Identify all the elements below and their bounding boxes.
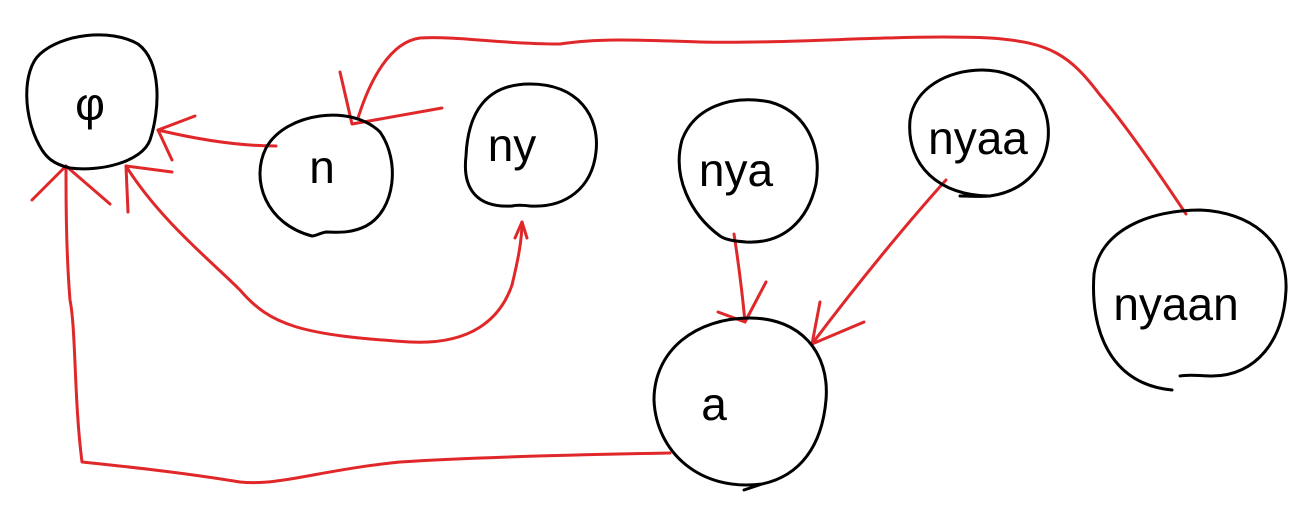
node-ny-label: ny [488, 119, 537, 171]
node-a: a [652, 316, 828, 492]
edge-nyaa-to-a [810, 178, 948, 346]
edge-ny-to-phi [124, 164, 529, 344]
edge-nyaan-to-n-arrowhead [338, 70, 444, 126]
node-nyaan: nyaan [1092, 208, 1288, 392]
node-phi: φ [25, 33, 159, 171]
node-ny: ny [463, 82, 598, 208]
edge-n-to-phi-arrowhead [156, 114, 197, 162]
edge-nyaa-to-a-line [810, 178, 948, 346]
edge-a-to-phi-line [64, 164, 672, 485]
node-nyaan-label: nyaan [1113, 278, 1238, 330]
node-a-outline [652, 316, 828, 492]
edge-ny-to-phi-arrowhead-ny [513, 220, 529, 240]
edge-ny-to-phi-arrowhead-phi [124, 164, 174, 214]
node-nyaa-outline [908, 68, 1050, 198]
edge-nya-to-a-arrowhead [716, 280, 768, 324]
edge-n-to-phi-line [156, 128, 278, 148]
node-nyaa: nyaa [908, 68, 1050, 198]
edge-ny-to-phi-line [124, 164, 524, 344]
node-nyaa-label: nyaa [928, 112, 1028, 164]
node-n-label: n [309, 141, 335, 193]
edge-nya-to-a-line [732, 232, 747, 324]
edge-nyaan-to-n-line [356, 35, 1188, 216]
nodes: φ n ny nya nyaa a nyaan [25, 33, 1288, 492]
node-nya-outline [677, 98, 819, 244]
edge-n-to-phi [156, 114, 278, 162]
node-nya: nya [677, 98, 819, 244]
node-ny-outline [463, 82, 598, 208]
edge-a-to-phi [30, 164, 672, 485]
node-n: n [258, 113, 394, 238]
node-phi-outline [25, 33, 159, 171]
node-a-label: a [701, 378, 727, 430]
node-nya-label: nya [699, 144, 774, 196]
node-nyaan-outline [1092, 208, 1288, 392]
edge-a-to-phi-arrowhead [30, 164, 112, 206]
node-phi-label: φ [75, 78, 105, 130]
edge-nyaan-to-n [338, 35, 1188, 216]
edge-nya-to-a [716, 232, 768, 324]
node-n-outline [258, 113, 394, 238]
edges [30, 35, 1188, 485]
